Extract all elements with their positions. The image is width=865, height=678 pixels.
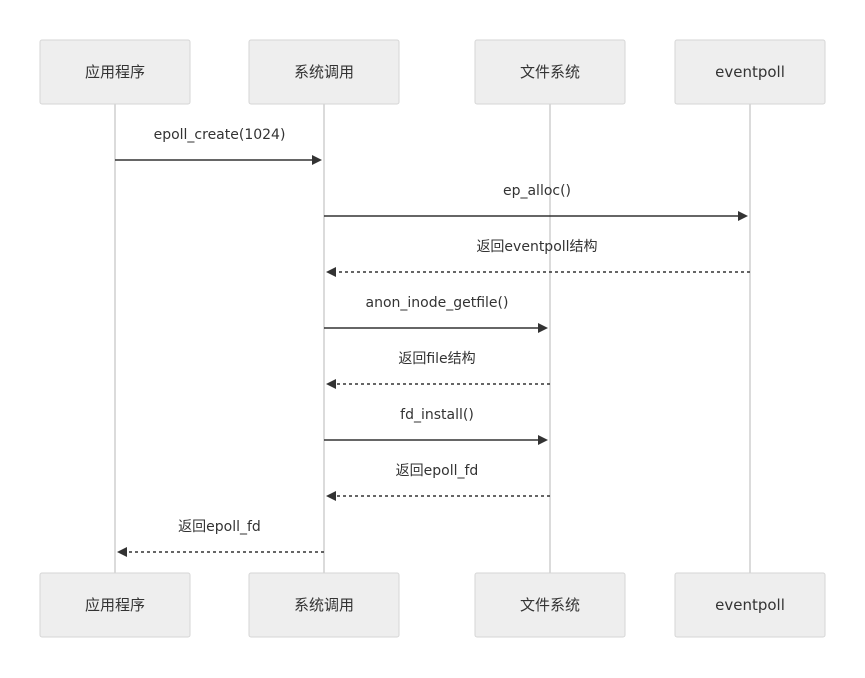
actor-bottom-app: 应用程序 — [39, 572, 191, 638]
arrowhead-icon — [326, 267, 336, 277]
message-label: 返回file结构 — [398, 351, 475, 367]
actor-bottom-syscall: 系统调用 — [248, 572, 400, 638]
actor-box — [474, 39, 626, 105]
actor-box — [474, 572, 626, 638]
actor-box — [248, 39, 400, 105]
actor-box — [248, 572, 400, 638]
actor-label: 应用程序 — [85, 63, 145, 81]
actor-box — [674, 572, 826, 638]
message-2: ep_alloc() — [324, 183, 748, 221]
arrowhead-icon — [312, 155, 322, 165]
actor-box — [674, 39, 826, 105]
message-label: ep_alloc() — [503, 183, 571, 199]
actor-label: eventpoll — [715, 63, 785, 81]
message-label: 返回epoll_fd — [178, 519, 261, 535]
message-label: epoll_create(1024) — [154, 127, 286, 143]
messages: epoll_create(1024) ep_alloc() 返回eventpoll结… — [115, 127, 750, 557]
message-3: 返回eventpoll结构 — [326, 239, 750, 277]
message-6: fd_install() — [324, 407, 548, 445]
actor-label: eventpoll — [715, 596, 785, 614]
actor-label: 文件系统 — [520, 63, 580, 81]
actor-top-eventpoll: eventpoll — [674, 39, 826, 105]
message-1: epoll_create(1024) — [115, 127, 322, 165]
actor-label: 文件系统 — [520, 596, 580, 614]
message-5: 返回file结构 — [326, 351, 550, 389]
arrowhead-icon — [538, 435, 548, 445]
actor-label: 系统调用 — [294, 596, 354, 614]
message-label: anon_inode_getfile() — [366, 295, 509, 311]
arrowhead-icon — [326, 491, 336, 501]
message-8: 返回epoll_fd — [117, 519, 324, 557]
actor-bottom-eventpoll: eventpoll — [674, 572, 826, 638]
message-4: anon_inode_getfile() — [324, 295, 548, 333]
arrowhead-icon — [738, 211, 748, 221]
actor-bottom-fs: 文件系统 — [474, 572, 626, 638]
actor-box — [39, 572, 191, 638]
actor-label: 应用程序 — [85, 596, 145, 614]
message-7: 返回epoll_fd — [326, 463, 550, 501]
arrowhead-icon — [117, 547, 127, 557]
message-label: 返回epoll_fd — [396, 463, 479, 479]
lifelines — [114, 104, 751, 573]
actors-bottom: 应用程序 系统调用 文件系统 eventpoll — [39, 572, 826, 638]
arrowhead-icon — [326, 379, 336, 389]
message-label: 返回eventpoll结构 — [476, 239, 597, 255]
message-label: fd_install() — [400, 407, 474, 423]
actors-top: 应用程序 系统调用 文件系统 eventpoll — [39, 39, 826, 105]
arrowhead-icon — [538, 323, 548, 333]
actor-box — [39, 39, 191, 105]
actor-top-syscall: 系统调用 — [248, 39, 400, 105]
actor-top-app: 应用程序 — [39, 39, 191, 105]
actor-label: 系统调用 — [294, 63, 354, 81]
actor-top-fs: 文件系统 — [474, 39, 626, 105]
